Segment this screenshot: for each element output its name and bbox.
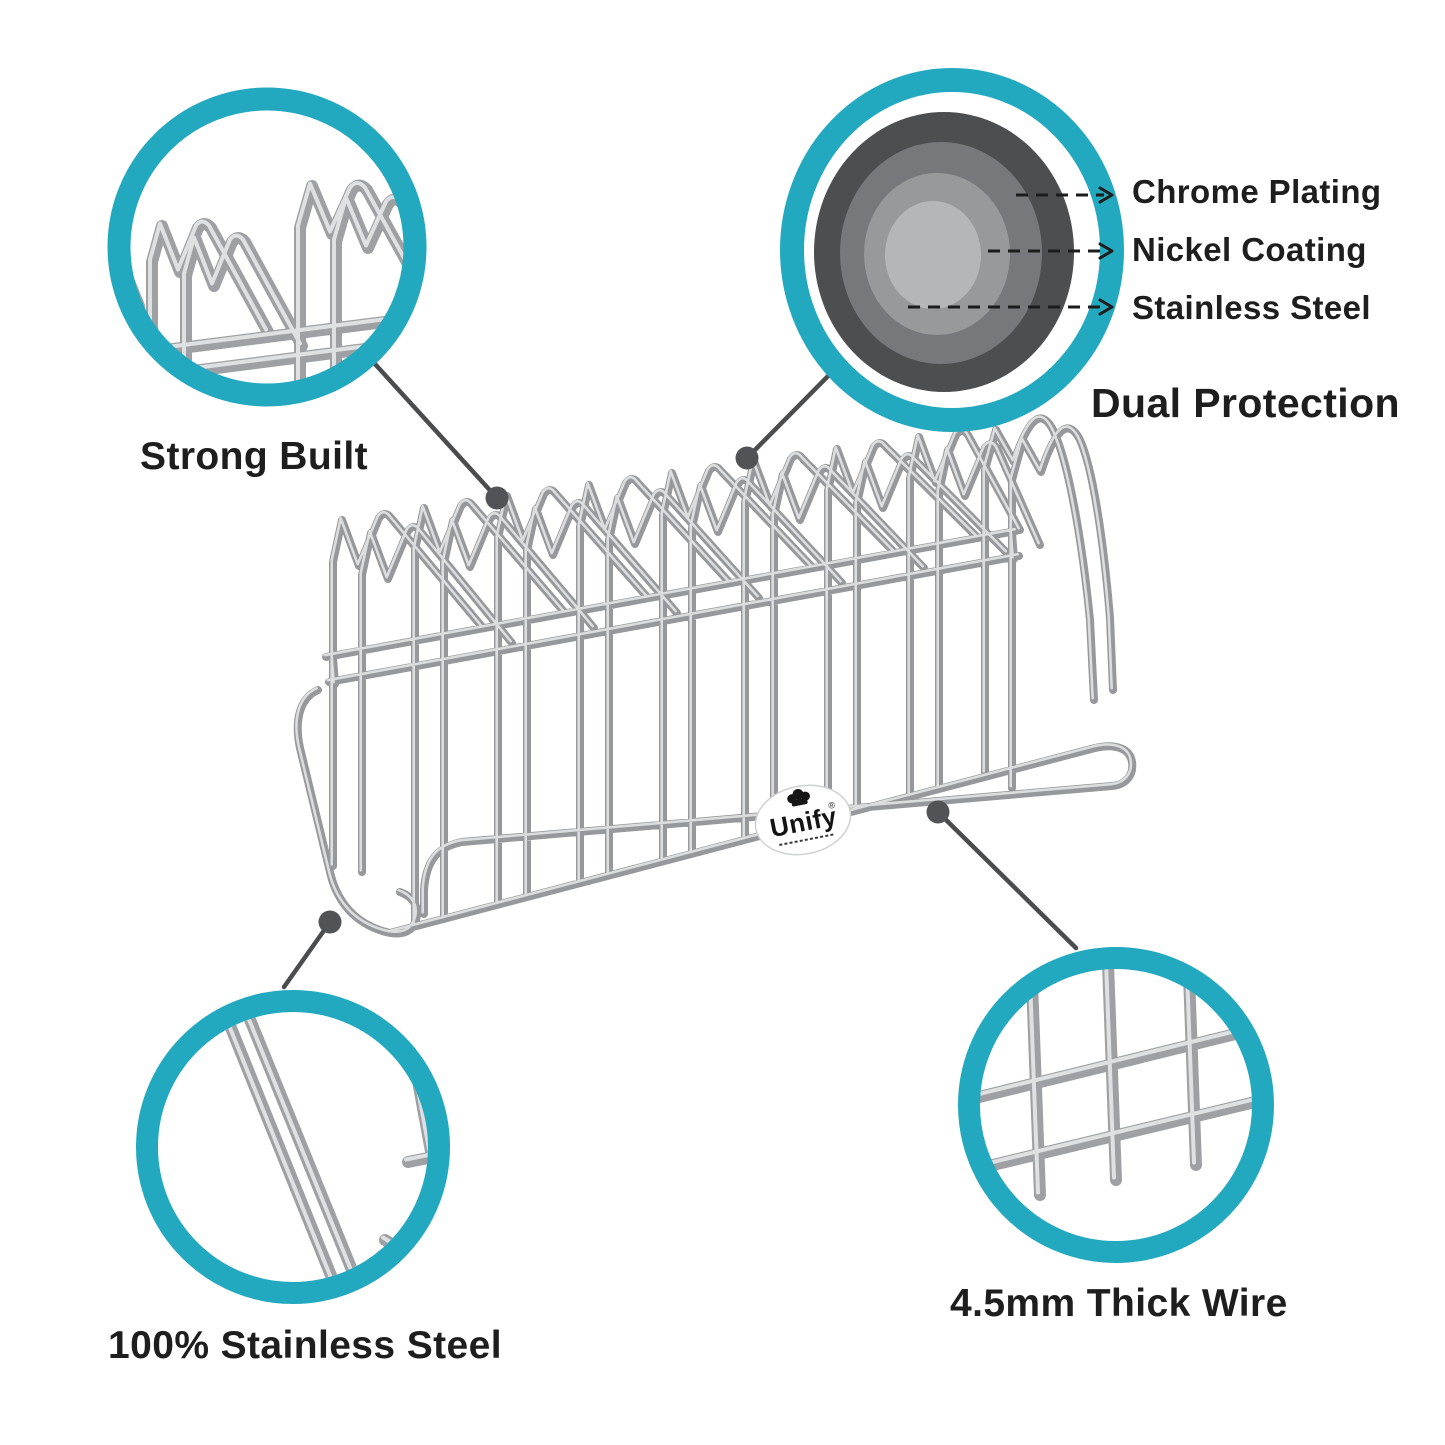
dashed-arrows xyxy=(908,186,1114,316)
plating-layers-diagram xyxy=(780,68,1124,432)
callout-connectors xyxy=(281,361,1079,990)
connector-dot-top-right xyxy=(735,446,759,470)
label-100-stainless-steel: 100% Stainless Steel xyxy=(108,1324,502,1367)
steel-core-inner xyxy=(885,201,981,309)
connector-dot-top-left xyxy=(485,486,509,510)
plate-rack-illustration xyxy=(296,417,1132,934)
callout-circle-strong-built xyxy=(107,87,427,407)
connector-line-bottom-left xyxy=(281,919,333,990)
label-thick-wire: 4.5mm Thick Wire xyxy=(950,1282,1288,1325)
chef-hat-icon xyxy=(787,788,810,807)
connector-dot-bottom-right xyxy=(926,800,950,824)
connector-line-top-left xyxy=(372,361,500,501)
logo-tagline-line xyxy=(779,833,835,846)
callout-circle-stainless-steel xyxy=(136,990,450,1304)
label-nickel-coating: Nickel Coating xyxy=(1132,231,1367,268)
connector-dot-bottom-left xyxy=(318,910,342,934)
label-chrome-plating: Chrome Plating xyxy=(1132,173,1382,210)
label-dual-protection: Dual Protection xyxy=(1091,380,1400,426)
logo-registered-mark: ® xyxy=(827,800,836,811)
connector-line-bottom-right xyxy=(935,809,1079,951)
label-strong-built: Strong Built xyxy=(140,435,368,478)
callout-circle-thick-wire xyxy=(958,947,1274,1263)
connector-line-top-right xyxy=(744,365,839,461)
brand-logo: Unify ® xyxy=(754,784,852,856)
label-stainless-steel-layer: Stainless Steel xyxy=(1132,289,1371,326)
